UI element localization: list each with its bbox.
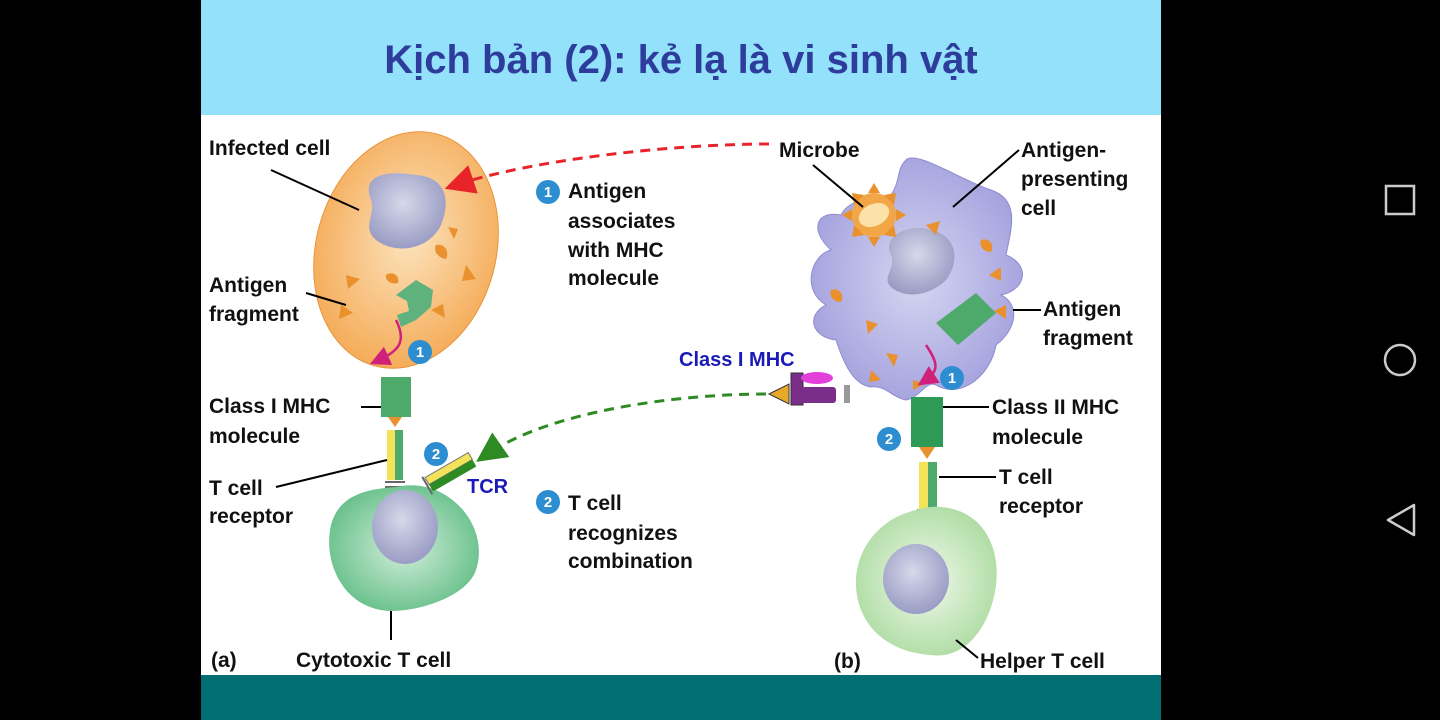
panel-letter-a: (a): [211, 649, 237, 672]
title-bar: [201, 0, 1161, 115]
class1-mhc-molecule: [381, 377, 411, 417]
step-1-badge-b: 1: [940, 366, 964, 390]
label-class2-mhc-1: Class II MHC: [992, 396, 1119, 419]
label-infected-cell: Infected cell: [209, 137, 330, 160]
step-1-badge-a: 1: [408, 340, 432, 364]
recent-apps-icon[interactable]: [1384, 184, 1416, 216]
step1-line-2: associates: [568, 210, 675, 233]
red-dashed-arrow: [444, 142, 770, 194]
label-apc-2: presenting: [1021, 168, 1128, 191]
svg-text:1: 1: [948, 370, 956, 387]
panel-letter-b: (b): [834, 650, 861, 673]
slide-title: Kịch bản (2): kẻ lạ là vi sinh vật: [384, 38, 978, 82]
step-2-badge-a: 2: [424, 442, 448, 466]
label-antigen-fragment-a-2: fragment: [209, 303, 299, 326]
cytotoxic-t-cell: [329, 485, 479, 611]
tcr-overlay-icon: [421, 451, 477, 495]
green-dashed-arrow: [476, 392, 767, 462]
step-2-description: 2 T cell recognizes combination: [536, 490, 693, 573]
step-1-description: 1 Antigen associates with MHC molecule: [536, 180, 675, 290]
svg-text:2: 2: [544, 494, 552, 511]
label-class1-mhc-2: molecule: [209, 425, 300, 448]
label-t-cell-receptor-a-2: receptor: [209, 505, 293, 528]
label-antigen-fragment-b-1: Antigen: [1043, 298, 1121, 321]
label-apc-3: cell: [1021, 197, 1056, 220]
label-class2-mhc-2: molecule: [992, 426, 1083, 449]
step2-line-1: T cell: [568, 492, 622, 515]
svg-text:2: 2: [885, 431, 893, 448]
label-t-cell-receptor-a-1: T cell: [209, 477, 263, 500]
step1-line-1: Antigen: [568, 180, 646, 203]
step2-line-3: combination: [568, 550, 693, 573]
label-antigen-fragment-a-1: Antigen: [209, 274, 287, 297]
class2-mhc-molecule: [911, 397, 943, 447]
svg-text:2: 2: [432, 446, 440, 463]
back-icon[interactable]: [1386, 503, 1416, 537]
label-t-cell-receptor-b-2: receptor: [999, 495, 1083, 518]
home-icon[interactable]: [1383, 343, 1417, 377]
step2-line-2: recognizes: [568, 522, 678, 545]
svg-text:1: 1: [416, 344, 424, 361]
microbe: [842, 183, 906, 247]
slide: Kịch bản (2): kẻ lạ là vi sinh vật: [201, 0, 1161, 720]
label-class1-mhc-1: Class I MHC: [209, 395, 330, 418]
step1-line-3: with MHC: [567, 239, 664, 262]
overlay-class1-mhc-label: Class I MHC: [679, 349, 795, 371]
tcr-a: [385, 417, 405, 488]
footer-bar: [201, 675, 1161, 720]
tcr-b: [917, 447, 939, 516]
label-microbe: Microbe: [779, 139, 860, 162]
svg-text:1: 1: [544, 184, 552, 201]
antigen-presenting-cell: [810, 157, 1023, 401]
step1-line-4: molecule: [568, 267, 659, 290]
android-nav-bar: [1383, 184, 1417, 537]
label-helper-t-cell: Helper T cell: [980, 650, 1105, 673]
label-cytotoxic-t-cell: Cytotoxic T cell: [296, 649, 451, 672]
immune-diagram: Infected cell Antigen fragment Class I M…: [209, 131, 1133, 673]
label-t-cell-receptor-b-1: T cell: [999, 466, 1053, 489]
step-2-badge-b: 2: [877, 427, 901, 451]
overlay-tcr-label: TCR: [467, 476, 509, 498]
label-apc-1: Antigen-: [1021, 139, 1106, 162]
label-antigen-fragment-b-2: fragment: [1043, 327, 1133, 350]
class1-mhc-overlay-icon: [767, 372, 850, 406]
helper-t-cell: [855, 506, 997, 656]
